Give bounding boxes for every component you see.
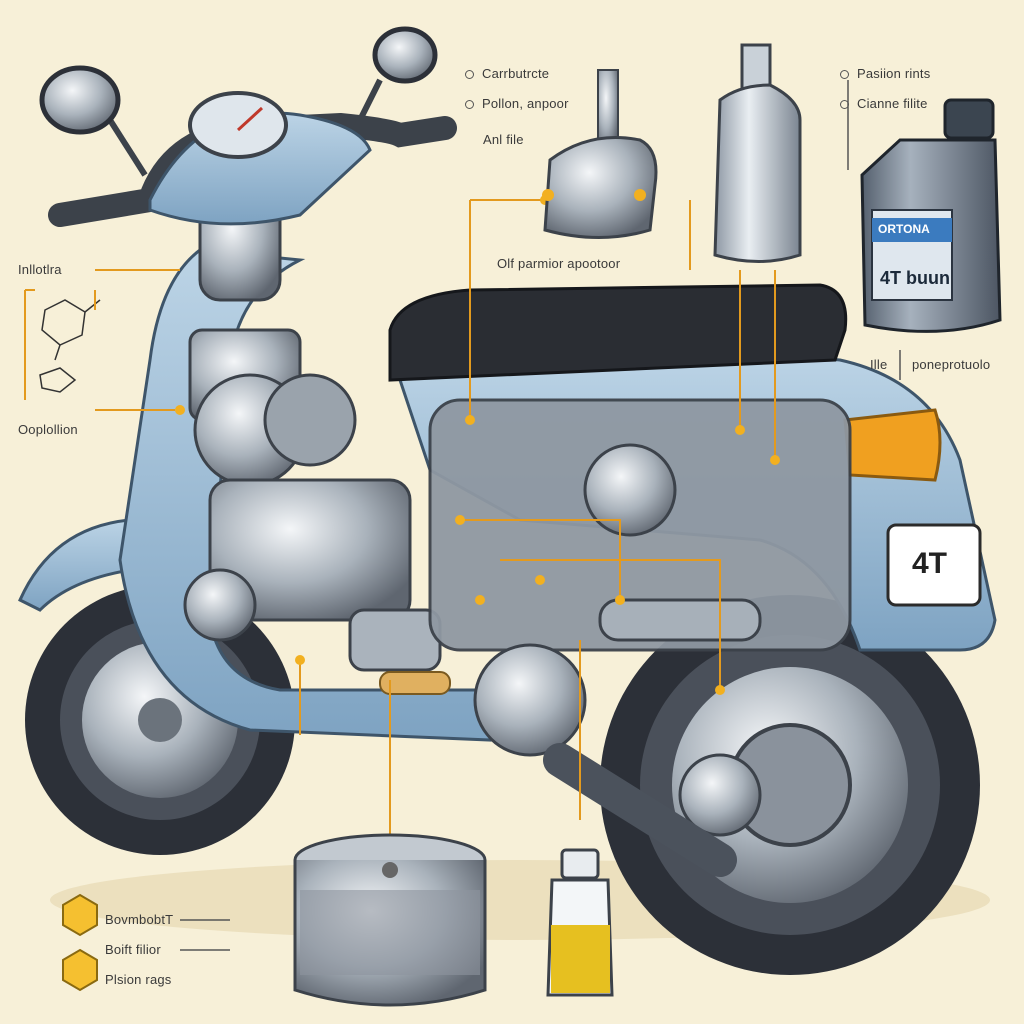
- right-mirror: [352, 26, 438, 132]
- label-bottom-3: Plsion rags: [105, 972, 172, 987]
- label-piston-rings-top: Pasiion rints: [840, 66, 930, 81]
- chemical-bracket: [24, 289, 96, 400]
- molecule-icon: [39, 299, 101, 393]
- carburetor-part: [542, 69, 658, 239]
- hexagon-icon: [62, 893, 98, 992]
- license-plate-text: 4T: [912, 547, 948, 580]
- label-right-mid: Ille: [870, 357, 888, 372]
- right-label-ticks: [847, 80, 901, 380]
- left-mirror: [39, 65, 148, 177]
- oil-filter-canister: [293, 833, 487, 1007]
- label-piston-sensor: Pollon, anpoor: [465, 96, 569, 111]
- label-carburetor: Carrbutrcte: [465, 66, 549, 81]
- speedometer-icon: [188, 91, 288, 159]
- rear-wheel: [600, 595, 980, 975]
- label-oil-pump: Olf parmior apootoor: [497, 256, 621, 271]
- label-game-filter: Cianne filite: [840, 96, 928, 111]
- front-wheel: [25, 585, 295, 855]
- oil-bottle-top: [713, 43, 802, 263]
- label-right-mid2: poneprotuolo: [912, 357, 991, 372]
- oil-jug-brand-text: ORTONA: [878, 222, 930, 236]
- license-plate: [886, 523, 982, 607]
- label-left-top: Inllotlra: [18, 262, 62, 277]
- engine-assembly: [183, 328, 852, 877]
- small-oil-bottle: [546, 848, 614, 997]
- label-air-filter: Anl file: [483, 132, 524, 147]
- oil-jug-grade-text: 4T buun: [880, 268, 950, 288]
- label-bottom-1: BovmbobtT: [105, 912, 174, 927]
- label-left-mid: Ooplollion: [18, 422, 78, 437]
- bottom-label-ticks: [180, 919, 230, 951]
- taillight: [843, 408, 942, 482]
- seat: [388, 283, 848, 382]
- oil-jug: [860, 98, 1002, 333]
- label-bottom-2: Boift filior: [105, 942, 161, 957]
